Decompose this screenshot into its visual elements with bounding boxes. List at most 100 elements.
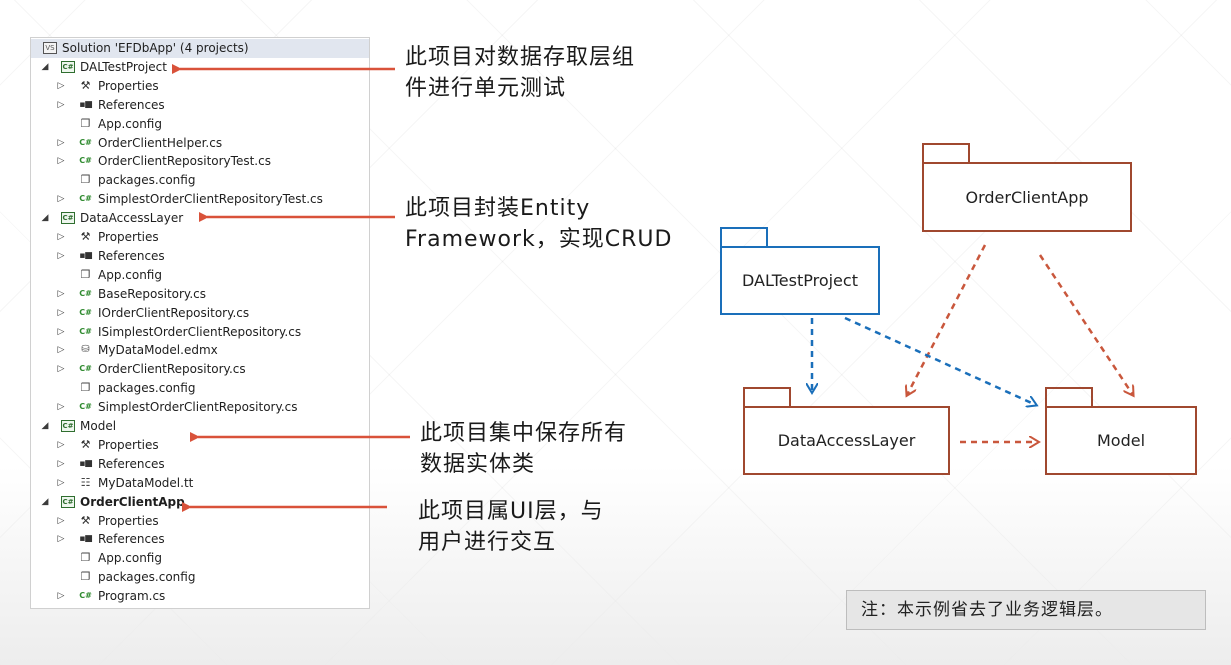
project-icon: C#: [61, 212, 75, 225]
note-model-line1: 此项目集中保存所有: [420, 421, 628, 446]
package-model-label: Model: [1045, 406, 1197, 475]
note-model-line2: 数据实体类: [420, 452, 536, 477]
expand-arrow-icon[interactable]: ▷: [57, 477, 65, 488]
tree-item-label: Solution 'EFDbApp' (4 projects): [62, 41, 249, 55]
expand-arrow-icon[interactable]: ▷: [57, 80, 65, 91]
references-icon: ▪■: [79, 99, 93, 110]
expand-arrow-icon[interactable]: ▷: [57, 439, 65, 450]
tree-item-label: SimplestOrderClientRepository.cs: [98, 400, 298, 415]
tree-item-label: OrderClientRepositoryTest.cs: [98, 154, 271, 169]
tree-item-label: packages.config: [98, 173, 196, 188]
expand-arrow-icon[interactable]: ▷: [57, 402, 65, 413]
footer-note: 注：本示例省去了业务逻辑层。: [846, 590, 1206, 630]
tree-item-label: BaseRepository.cs: [98, 286, 206, 301]
solution-explorer: VS Solution 'EFDbApp' (4 projects) ◢ C# DALT…: [30, 37, 370, 609]
tree-item-label: DataAccessLayer: [80, 211, 184, 226]
expand-arrow-icon[interactable]: ▷: [57, 515, 65, 526]
tree-item-label: App.config: [98, 267, 162, 282]
note-data-access-line2: Framework，实现CRUD: [405, 227, 673, 252]
collapse-arrow-icon[interactable]: ◢: [41, 213, 49, 224]
expand-arrow-icon[interactable]: ▷: [57, 99, 65, 110]
tree-item-label: packages.config: [98, 570, 196, 585]
package-data-access-layer-label: DataAccessLayer: [743, 406, 950, 475]
csharp-icon: C#: [79, 307, 92, 317]
package-dal-test-project-label: DALTestProject: [720, 246, 880, 315]
note-dal-test: 此项目对数据存取层组 件进行单元测试: [405, 42, 635, 104]
tree-item-label: References: [98, 97, 165, 112]
expand-arrow-icon[interactable]: ▷: [57, 137, 65, 148]
project-icon: C#: [61, 420, 75, 432]
csharp-icon: C#: [79, 326, 92, 336]
collapse-arrow-icon[interactable]: ◢: [41, 496, 49, 507]
tree-item-label: Model: [80, 419, 117, 433]
expand-arrow-icon[interactable]: ▷: [57, 591, 65, 602]
config-icon: ❐: [80, 116, 91, 130]
references-icon: ▪■: [79, 534, 93, 545]
csharp-icon: C#: [79, 194, 92, 204]
expand-arrow-icon[interactable]: ▷: [57, 364, 65, 375]
note-order-client-line1: 此项目属UI层，与: [418, 499, 604, 524]
csharp-icon: C#: [79, 364, 92, 374]
csharp-icon: C#: [79, 156, 92, 166]
collapse-arrow-icon[interactable]: ◢: [41, 421, 49, 431]
tree-item-label: DALTestProject: [80, 59, 167, 74]
note-order-client-line2: 用户进行交互: [418, 530, 557, 555]
package-order-client-app: OrderClientApp: [922, 143, 1132, 232]
expand-arrow-icon[interactable]: ▷: [57, 458, 65, 469]
tree-item-label: ISimplestOrderClientRepository.cs: [98, 324, 302, 339]
tree-item-label: References: [98, 248, 165, 263]
tree-item-label: Properties: [98, 513, 159, 528]
solution-icon: VS: [43, 42, 57, 54]
note-data-access: 此项目封装Entity Framework，实现CRUD: [405, 193, 672, 255]
expand-arrow-icon[interactable]: ▷: [57, 250, 65, 261]
expand-arrow-icon[interactable]: ▷: [57, 326, 65, 337]
csharp-icon: C#: [79, 288, 92, 298]
tree-item-label: App.config: [98, 551, 162, 566]
edmx-icon: ⛁: [81, 344, 90, 356]
note-order-client: 此项目属UI层，与 用户进行交互: [418, 496, 604, 558]
expand-arrow-icon[interactable]: ▷: [57, 156, 65, 167]
note-data-access-line1: 此项目封装Entity: [405, 196, 591, 221]
config-icon: ❐: [80, 267, 91, 281]
dep-orderclient-to-model: [1038, 254, 1133, 395]
tree-item-label: References: [98, 456, 165, 471]
config-icon: ❐: [80, 381, 91, 395]
tree-item-label: OrderClientHelper.cs: [98, 135, 223, 150]
csharp-icon: C#: [79, 402, 92, 412]
expand-arrow-icon[interactable]: ▷: [57, 194, 65, 205]
collapse-arrow-icon[interactable]: ◢: [41, 61, 49, 72]
tree-item-label: Program.cs: [98, 589, 166, 604]
expand-arrow-icon[interactable]: ▷: [57, 534, 65, 545]
tree-item-label: Properties: [98, 230, 159, 244]
package-model: Model: [1045, 387, 1197, 475]
expand-arrow-icon[interactable]: ▷: [57, 345, 65, 356]
wrench-icon: ⚒: [80, 437, 91, 451]
tree-item-label: IOrderClientRepository.cs: [98, 305, 250, 320]
tree-item-label: OrderClientRepository.cs: [98, 362, 246, 377]
tree-item-label: MyDataModel.edmx: [98, 343, 218, 358]
wrench-icon: ⚒: [80, 230, 91, 243]
dep-orderclient-to-dal: [907, 244, 987, 395]
wrench-icon: ⚒: [80, 513, 91, 527]
expand-arrow-icon[interactable]: ▷: [57, 288, 65, 299]
config-icon: ❐: [80, 551, 91, 565]
tree-item[interactable]: VS Solution 'EFDbApp' (4 projects): [31, 39, 369, 58]
tree-item-label: OrderClientApp: [80, 494, 185, 509]
template-icon: ☷: [80, 475, 91, 489]
config-icon: ❐: [80, 570, 91, 584]
project-icon: C#: [61, 60, 75, 73]
csharp-icon: C#: [79, 137, 92, 147]
wrench-icon: ⚒: [80, 78, 91, 92]
tree-item-label: MyDataModel.tt: [98, 475, 194, 490]
note-dal-test-line1: 此项目对数据存取层组: [405, 45, 636, 70]
tree-item-label: packages.config: [98, 381, 196, 396]
expand-arrow-icon[interactable]: ▷: [57, 307, 65, 318]
tree-item-label: App.config: [98, 116, 162, 131]
expand-arrow-icon[interactable]: ▷: [57, 232, 65, 242]
tree-item-label: Properties: [98, 437, 159, 452]
package-order-client-app-label: OrderClientApp: [922, 162, 1132, 232]
config-icon: ❐: [80, 173, 91, 187]
references-icon: ▪■: [79, 458, 93, 469]
